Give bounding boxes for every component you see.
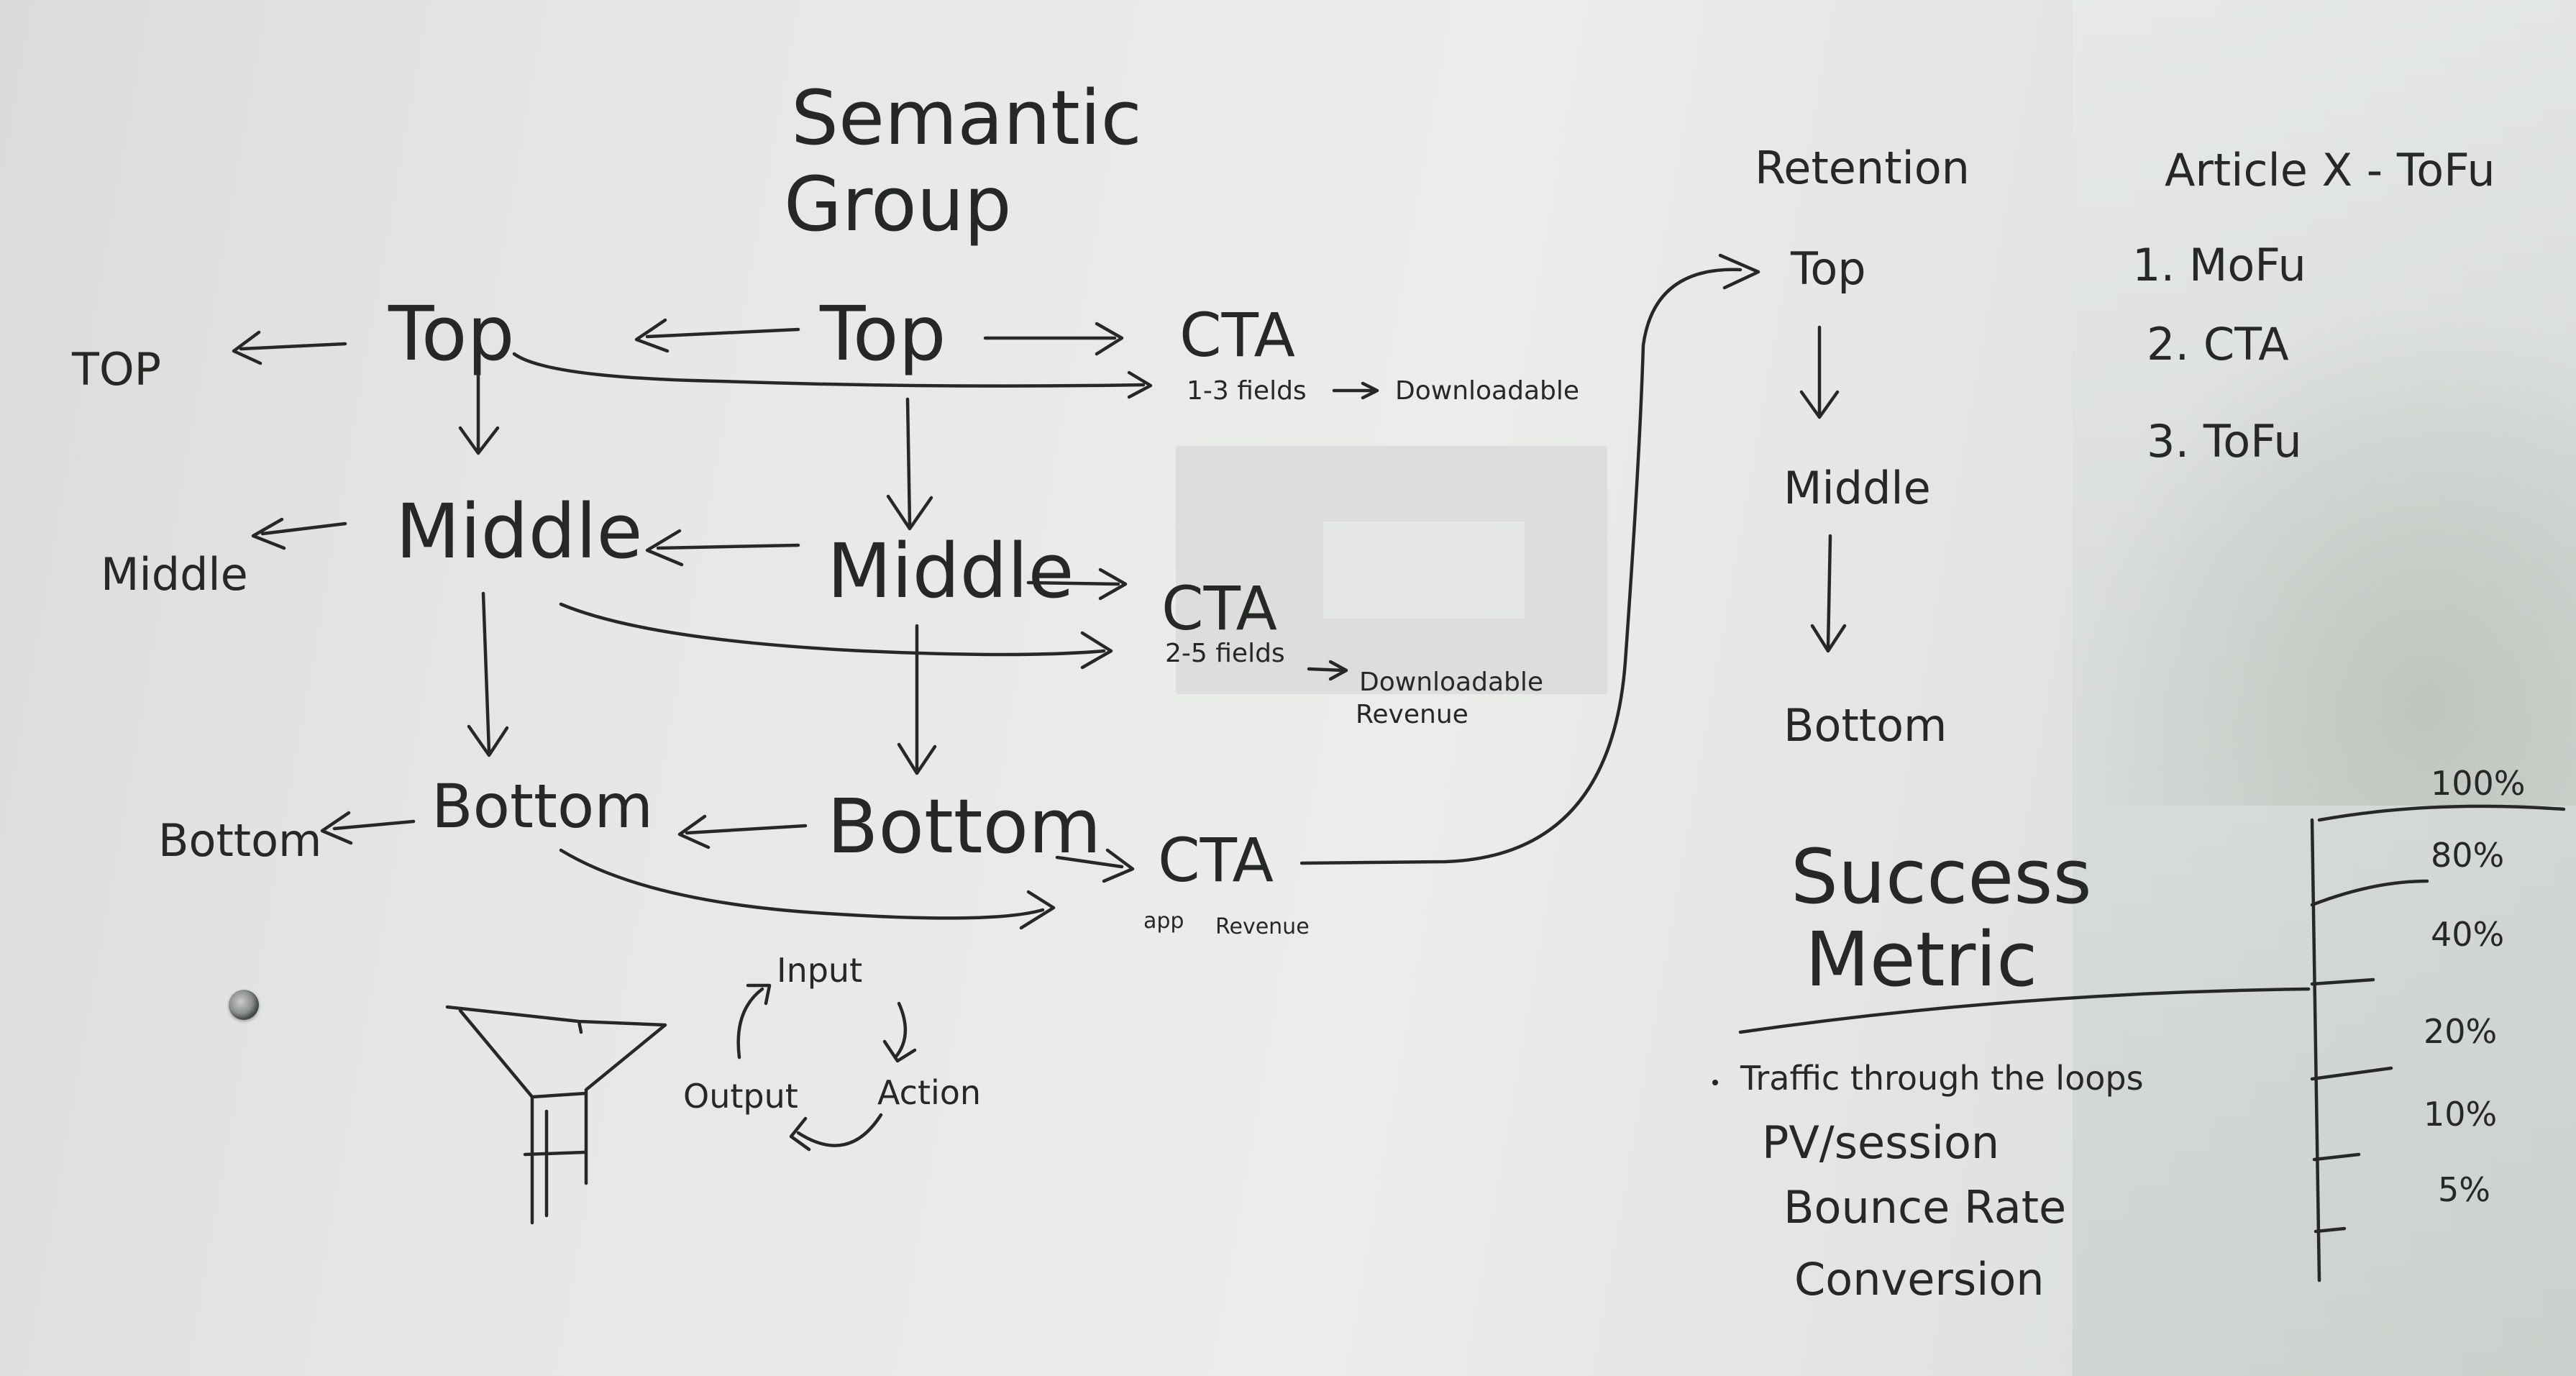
arrow-center-middle-down <box>897 624 937 775</box>
retention-bottom: Bottom <box>1783 699 1947 752</box>
scale-label-80: 80% <box>2431 836 2504 875</box>
left-funnel-top: Top <box>388 290 515 378</box>
success-title-line2: Metric <box>1805 916 2037 1003</box>
arrow-retention-top-down <box>1799 325 1840 419</box>
scale-top <box>2317 804 2566 822</box>
arrow-bottom-to-far-left <box>320 811 416 845</box>
left-funnel-bottom: Bottom <box>431 771 653 842</box>
arrow-center-middle-to-left <box>645 529 800 567</box>
article-title: Article X - ToFu <box>2165 144 2495 196</box>
arrow-center-top-down <box>886 397 933 531</box>
scale-tick-80 <box>2310 879 2429 907</box>
center-funnel-top: Top <box>819 290 946 378</box>
arrow-top-to-far-left <box>232 330 347 365</box>
arrow-cta-top-fields-to-download <box>1332 381 1379 400</box>
loop-arrow-action-to-output <box>789 1113 883 1152</box>
far-left-top: TOP <box>71 343 161 396</box>
scale-label-100: 100% <box>2431 764 2526 803</box>
arrow-center-top-to-left <box>634 318 800 353</box>
loop-action: Action <box>877 1073 981 1112</box>
monitor-screen-reflection <box>1323 521 1525 619</box>
funnel-sketch <box>445 1005 667 1225</box>
cta-bottom-detail: app <box>1143 908 1184 934</box>
semantic-title-line1: Semantic <box>791 74 1142 162</box>
bullet-dot <box>1712 1080 1718 1085</box>
cta-middle-target2: Revenue <box>1356 700 1469 729</box>
far-left-middle: Middle <box>101 548 248 601</box>
cta-top-label: CTA <box>1179 300 1295 370</box>
scale-label-5: 5% <box>2438 1170 2490 1209</box>
arrow-center-middle-to-cta <box>1026 568 1128 601</box>
loop-arrow-output-to-input <box>736 983 772 1060</box>
cta-middle-detail: 2-5 fields <box>1165 639 1285 668</box>
arrow-middle-to-far-left <box>251 517 347 550</box>
scale-tick-20 <box>2310 1066 2393 1081</box>
cta-bottom-label: CTA <box>1158 825 1274 896</box>
curve-cta-bottom-to-retention <box>1300 253 1760 865</box>
arrow-center-bottom-to-left <box>677 814 808 849</box>
success-item-2: PV/session <box>1762 1116 1999 1169</box>
scale-label-20: 20% <box>2424 1012 2497 1051</box>
scale-tick-10 <box>2312 1152 2361 1162</box>
scale-axis <box>2310 818 2321 1282</box>
left-funnel-middle: Middle <box>396 488 643 575</box>
scale-label-40: 40% <box>2431 915 2504 954</box>
arrow-left-top-down <box>458 361 500 455</box>
arrow-cta-middle-fields-to-download <box>1307 660 1348 681</box>
loop-arrow-input-to-action <box>882 1001 917 1063</box>
center-funnel-bottom: Bottom <box>827 783 1101 870</box>
curve-left-middle-to-cta-fields <box>559 602 1113 670</box>
arrow-retention-middle-down <box>1810 534 1847 653</box>
loop-output: Output <box>683 1077 798 1116</box>
success-item-1: Traffic through the loops <box>1740 1059 2144 1098</box>
loop-input: Input <box>777 951 862 990</box>
whiteboard-magnet <box>229 990 259 1020</box>
retention-top: Top <box>1790 242 1866 295</box>
success-item-4: Conversion <box>1794 1253 2045 1306</box>
article-item-2: 2. CTA <box>2147 318 2289 370</box>
cta-middle-label: CTA <box>1161 573 1277 644</box>
cta-top-detail: 1-3 fields <box>1187 376 1307 406</box>
curve-left-bottom-to-cta-app <box>559 848 1056 930</box>
curve-left-top-to-cta-fields <box>512 352 1153 399</box>
retention-title: Retention <box>1755 142 1970 194</box>
window-hill-reflection <box>2073 302 2576 806</box>
retention-middle: Middle <box>1783 462 1931 514</box>
scale-tick-40 <box>2310 978 2375 986</box>
scale-tick-5 <box>2314 1226 2347 1234</box>
article-item-3: 3. ToFu <box>2147 415 2302 468</box>
success-item-3: Bounce Rate <box>1783 1181 2066 1234</box>
cta-middle-target: Downloadable <box>1359 668 1543 697</box>
arrow-left-middle-down <box>467 591 509 757</box>
arrow-center-bottom-to-cta <box>1055 848 1135 883</box>
far-left-bottom: Bottom <box>158 814 321 867</box>
article-item-1: 1. MoFu <box>2132 239 2306 291</box>
cta-bottom-target: Revenue <box>1215 914 1310 939</box>
cta-top-target: Downloadable <box>1395 376 1579 406</box>
success-underline <box>1738 987 2311 1034</box>
success-title-line1: Success <box>1791 833 2092 921</box>
semantic-title-line2: Group <box>784 160 1012 248</box>
scale-label-10: 10% <box>2424 1095 2497 1134</box>
arrow-center-top-to-cta <box>983 322 1124 356</box>
center-funnel-middle: Middle <box>827 527 1074 615</box>
